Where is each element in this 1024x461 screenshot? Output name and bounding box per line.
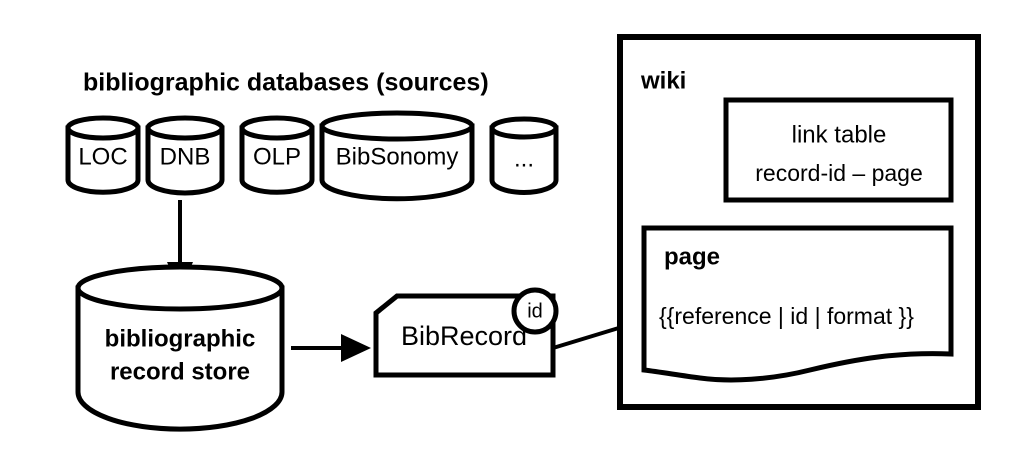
store-label-line1: bibliographic (105, 325, 256, 352)
more-cylinder-top (489, 116, 559, 140)
source-cylinder-loc[interactable]: LOC (65, 115, 141, 195)
dnb-cylinder-body (145, 125, 225, 196)
more-cylinder-label: ... (514, 145, 534, 172)
source-cylinder-bibsonomy[interactable]: BibSonomy (319, 110, 475, 202)
bibsonomy-cylinder-top (319, 110, 475, 142)
loc-cylinder-top (65, 115, 141, 141)
link-table-mapping: record-id – page (755, 160, 923, 186)
loc-cylinder-label: LOC (78, 143, 127, 170)
dnb-cylinder-label: DNB (160, 143, 211, 170)
source-cylinder-more[interactable]: ... (489, 116, 559, 195)
olp-cylinder-top (239, 115, 315, 141)
wiki-page-box[interactable]: page {{reference | id | format }} (641, 225, 954, 383)
link-table-rect (723, 97, 954, 203)
source-cylinder-olp[interactable]: OLP (239, 115, 315, 195)
bibrecord-shape (373, 293, 556, 378)
olp-cylinder-label: OLP (253, 143, 301, 170)
arrow-bibrecord-to-page-shaft (552, 325, 623, 350)
bibsonomy-cylinder-body (319, 123, 475, 202)
arrow-store-to-bibrecord (291, 334, 371, 362)
store-label-line2: record store (110, 358, 250, 385)
bibrecord-node[interactable]: BibRecord id (373, 287, 559, 378)
bibliographic-record-store[interactable]: bibliographic record store (75, 264, 285, 432)
wiki-page-shape (641, 225, 954, 383)
more-cylinder-body (489, 125, 559, 195)
bibrecord-label: BibRecord (401, 321, 527, 351)
dnb-cylinder-top (145, 115, 225, 141)
sources-title: bibliographic databases (sources) (83, 69, 489, 97)
bibrecord-id-badge-label: id (527, 300, 543, 322)
loc-cylinder-body (65, 125, 141, 195)
link-table-box[interactable]: link table record-id – page (723, 97, 954, 203)
bibsonomy-cylinder-label: BibSonomy (336, 143, 459, 170)
store-cylinder-body (75, 285, 285, 432)
olp-cylinder-body (239, 125, 315, 195)
link-table-title: link table (792, 121, 887, 148)
wiki-label: wiki (640, 67, 686, 94)
bibrecord-id-badge-circle (511, 287, 559, 335)
wiki-page-template: {{reference | id | format }} (659, 303, 914, 329)
source-cylinder-dnb[interactable]: DNB (145, 115, 225, 196)
arrow-store-to-bibrecord-head (341, 334, 371, 362)
wiki-page-label: page (664, 243, 720, 270)
store-cylinder-top (75, 264, 285, 312)
